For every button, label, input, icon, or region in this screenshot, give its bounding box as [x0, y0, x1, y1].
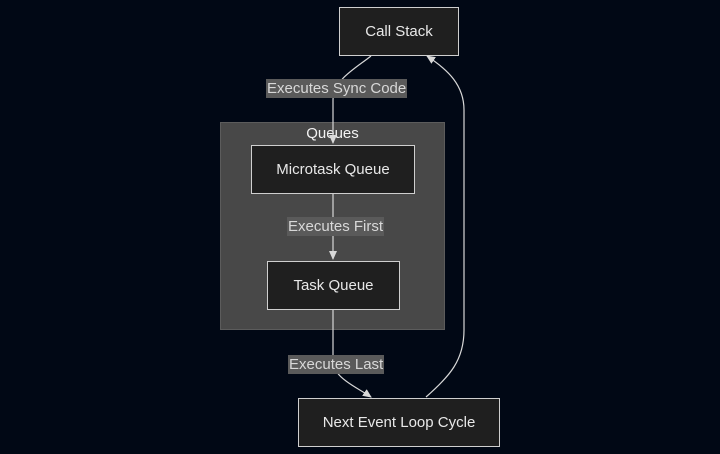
task-queue-node: Task Queue: [267, 261, 400, 310]
edge-task-to-next-cycle: [332, 310, 372, 398]
edge-label-executes-last: Executes Last: [288, 355, 385, 374]
edge-label-executes-first: Executes First: [287, 217, 385, 236]
edge-next-cycle-to-call-stack: [425, 55, 465, 398]
microtask-queue-node: Microtask Queue: [251, 145, 415, 194]
call-stack-node: Call Stack: [339, 7, 459, 56]
edge-label-executes-sync-code: Executes Sync Code: [266, 79, 408, 98]
edge-call-stack-to-microtask: [329, 55, 372, 144]
next-event-loop-cycle-node: Next Event Loop Cycle: [298, 398, 500, 447]
